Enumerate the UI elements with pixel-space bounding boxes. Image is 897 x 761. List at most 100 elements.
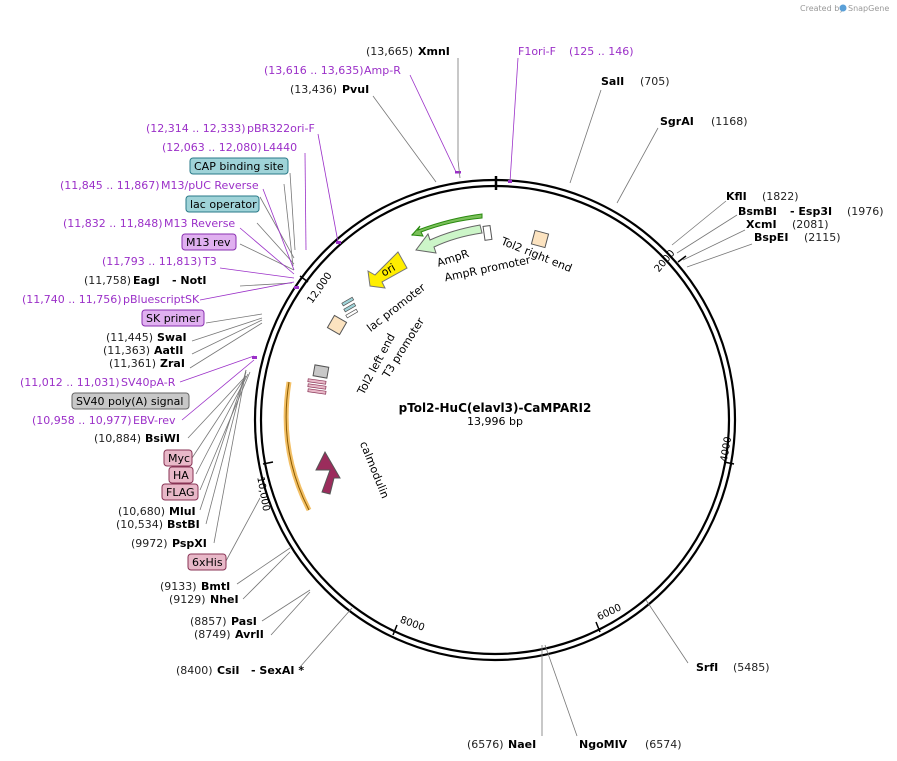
site-naei-name[interactable]: NaeI [508,738,536,751]
flag-tag-box[interactable]: FLAG [161,483,199,501]
site-bsmbi-name[interactable]: BsmBI [738,205,777,218]
svg-text:HA: HA [173,469,189,482]
tick-label-4000: 4000 [719,436,734,463]
plasmid-name: pTol2-HuC(elavl3)-CaMPARI2 [399,401,592,415]
site-srfi-name[interactable]: SrfI [696,661,718,674]
lac-promoter-arrows [341,296,359,319]
svg-text:SK primer: SK primer [146,312,201,325]
site-mlui-name[interactable]: MluI [169,505,196,518]
site-bsmbi-name2[interactable]: - Esp3I [790,205,832,218]
ampr-arrow [415,224,483,254]
orf-arc [283,381,312,512]
scale-ticks: 2000 4000 6000 8000 10,000 12,000 [254,248,734,636]
site-bstbi-name[interactable]: BstBI [167,518,200,531]
site-sali-name[interactable]: SalI [601,75,624,88]
primer-f1ori-name[interactable]: F1ori-F [518,45,556,58]
primer-l4440-name[interactable]: L4440 [263,141,297,154]
site-ngomiv-name[interactable]: NgoMIV [579,738,628,751]
site-nhei-name[interactable]: NheI [210,593,239,606]
site-nhei-pos: (9129) [169,593,206,606]
site-bspei-pos: (2115) [804,231,841,244]
site-bmti-name[interactable]: BmtI [201,580,230,593]
site-sexai-name[interactable]: - SexAI * [251,664,304,677]
site-aatii-name[interactable]: AatII [154,344,183,357]
svg-text:FLAG: FLAG [166,486,195,499]
ha-tag-box[interactable]: HA [168,466,194,484]
primer-pbluescript-name[interactable]: pBluescriptSK [123,293,200,306]
site-xcmi-pos: (2081) [792,218,829,231]
primer-pbr322-name[interactable]: pBR322ori-F [247,122,315,135]
site-pspxi-name[interactable]: PspXI [172,537,207,550]
primer-m13puc-name[interactable]: M13/pUC Reverse [161,179,259,192]
site-pasi-name[interactable]: PasI [231,615,257,628]
lac-operator-box[interactable]: lac operator [185,195,260,213]
leader-lines [187,58,753,737]
svg-text:6xHis: 6xHis [192,556,223,569]
primer-leader-lines [179,57,519,421]
watermark-brand: SnapGene [848,4,889,13]
site-sali-pos: (705) [640,75,670,88]
site-bsiwi-name[interactable]: BsiWI [145,432,180,445]
site-csii-pos: (8400) [176,664,213,677]
site-zrai-name[interactable]: ZraI [160,357,185,370]
site-srfi-pos: (5485) [733,661,770,674]
sv40-polya-box[interactable]: SV40 poly(A) signal [71,392,190,410]
site-bmti-pos: (9133) [160,580,197,593]
watermark-created-by: Created by [800,4,844,13]
site-noti-name[interactable]: - NotI [172,274,207,287]
site-swai-pos: (11,445) [106,331,153,344]
site-swai-name[interactable]: SwaI [157,331,187,344]
tol2-right-box [530,229,550,249]
site-sgrai-name[interactable]: SgrAI [660,115,694,128]
primer-ampr-name[interactable]: Amp-R [364,64,401,77]
site-csii-name[interactable]: CsiI [217,664,239,677]
primer-pbr322-pos: (12,314 .. 12,333) [146,122,246,135]
primer-ampr-pos: (13,616 .. 13,635) [264,64,364,77]
svg-text:SV40 poly(A) signal: SV40 poly(A) signal [76,395,183,408]
calmodulin-label: calmodulin [357,439,392,500]
site-xcmi-name[interactable]: XcmI [746,218,777,231]
ori-arrow [367,251,408,289]
primer-sv40par-name[interactable]: SV40pA-R [121,376,176,389]
site-eagi-pos: (11,758) [84,274,131,287]
primer-ebvrev-pos: (10,958 .. 10,977) [32,414,132,427]
svg-text:Myc: Myc [168,452,190,465]
site-avrii-name[interactable]: AvrII [235,628,264,641]
site-bspei-name[interactable]: BspEI [754,231,788,244]
site-bsmbi-pos: (1976) [847,205,884,218]
plasmid-size: 13,996 bp [467,415,523,428]
site-kfli-name[interactable]: KflI [726,190,747,203]
svg-text:lac operator: lac operator [190,198,257,211]
myc-tag-box[interactable]: Myc [163,449,193,467]
primer-f1ori-pos: (125 .. 146) [569,45,634,58]
site-eagi-name[interactable]: EagI [133,274,160,287]
ori-label: ori [379,261,398,279]
site-xmni-name[interactable]: XmnI [418,45,450,58]
cap-binding-box[interactable]: CAP binding site [189,157,289,175]
primer-m13puc-pos: (11,845 .. 11,867) [60,179,160,192]
primer-t3-name[interactable]: T3 [202,255,217,268]
his6-tag-box[interactable]: 6xHis [187,553,227,571]
site-zrai-pos: (11,361) [109,357,156,370]
site-pspxi-pos: (9972) [131,537,168,550]
orf-arc-core [285,381,310,511]
snapgene-logo-icon [839,4,847,12]
sk-primer-box[interactable]: SK primer [141,309,205,327]
site-pasi-pos: (8857) [190,615,227,628]
tol2-left-box [326,314,348,336]
calmodulin-arrow [315,450,341,495]
primer-pbluescript-pos: (11,740 .. 11,756) [22,293,122,306]
site-aatii-pos: (11,363) [103,344,150,357]
m13-rev-box[interactable]: M13 rev [181,233,237,251]
primer-ebvrev-name[interactable]: EBV-rev [133,414,176,427]
tick-label-6000: 6000 [596,602,624,623]
primer-t3-pos: (11,793 .. 11,813) [102,255,202,268]
primer-sv40par-pos: (11,012 .. 11,031) [20,376,120,389]
sv40-box [312,364,330,379]
site-ngomiv-pos: (6574) [645,738,682,751]
site-pvui-name[interactable]: PvuI [342,83,369,96]
site-bsiwi-pos: (10,884) [94,432,141,445]
primer-m13rev-name[interactable]: M13 Reverse [164,217,235,230]
site-pvui-pos: (13,436) [290,83,337,96]
primer-m13rev-pos: (11,832 .. 11,848) [63,217,163,230]
